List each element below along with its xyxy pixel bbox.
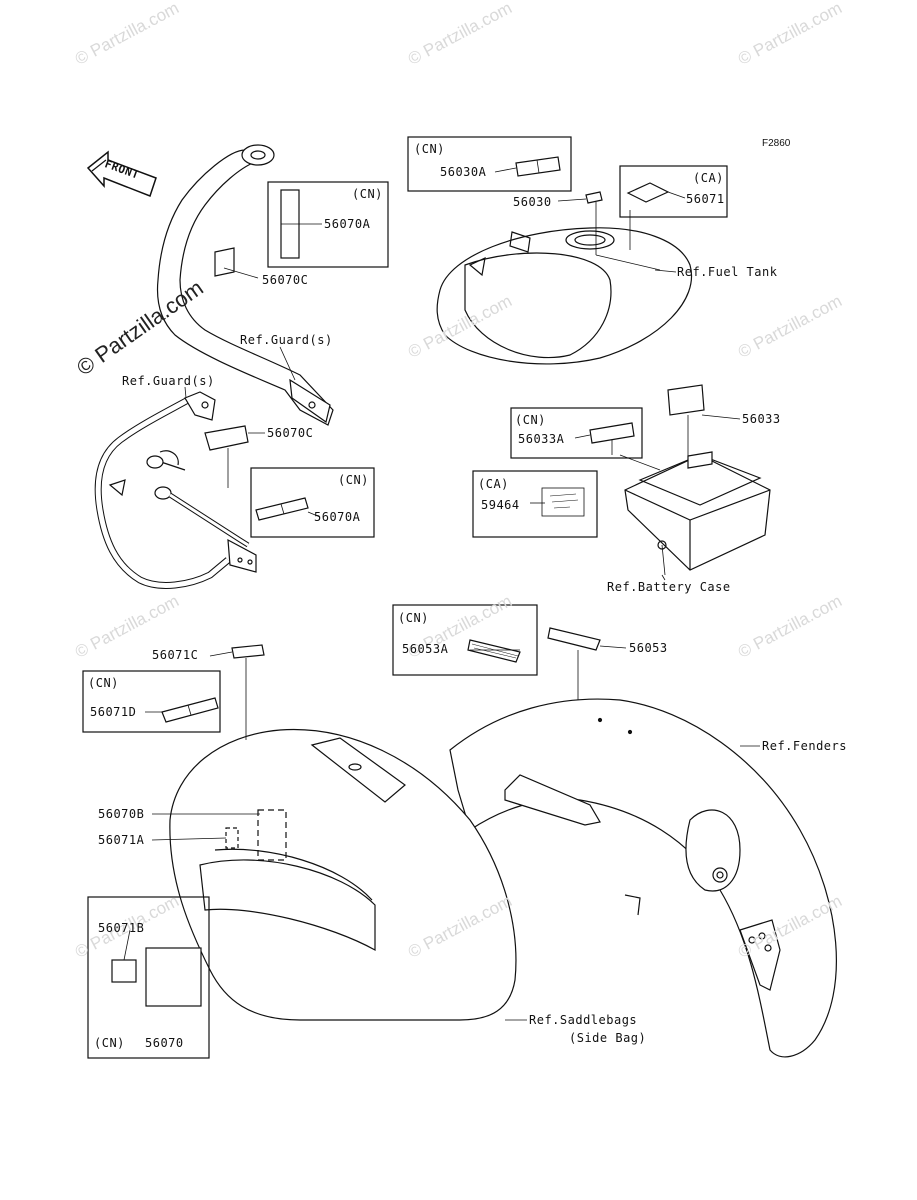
ref-guard-label: Ref.Guard(s) [240,333,333,347]
region-tag-cn: (CN) [88,676,119,690]
part-label-56053a: 56053A [402,642,449,656]
sticker-59464 [541,487,585,517]
part-label-56071: 56071 [686,192,725,206]
part-label-56070c: 56070C [262,273,309,287]
part-label-56071a: 56071A [98,833,145,847]
sticker-56071c [231,644,265,659]
sticker-56070c-mid [204,425,249,451]
part-label-56070: 56070 [145,1036,184,1050]
region-tag-cn: (CN) [414,142,445,156]
ref-saddlebags-label: Ref.Saddlebags [529,1013,638,1027]
side-bag-label: (Side Bag) [569,1031,647,1045]
sticker-56070 [145,947,202,1007]
sticker-56071d [161,697,219,723]
sticker-56071a-outline [225,827,239,849]
region-tag-cn: (CN) [398,611,429,625]
part-label-56070a: 56070A [314,510,361,524]
part-label-56070b: 56070B [98,807,145,821]
box-56033a [510,407,643,459]
part-label-59464: 59464 [481,498,520,512]
part-label-56033a: 56033A [518,432,565,446]
ref-battery-case-label: Ref.Battery Case [607,580,731,594]
box-56070a-top [267,181,389,268]
rear-fender [449,698,837,1058]
sticker-56033 [667,384,705,416]
fuel-tank [436,227,693,365]
sticker-56053 [547,627,601,651]
box-bottom-cn [87,896,210,1059]
region-tag-cn: (CN) [338,473,369,487]
sticker-56070a-mid [255,497,309,521]
box-56071 [619,165,728,218]
lower-guard [94,391,257,589]
box-59464 [472,470,598,538]
region-tag-cn: (CN) [94,1036,125,1050]
front-arrow [86,150,157,197]
region-tag-cn: (CN) [352,187,383,201]
battery-case [624,451,771,571]
part-label-56033: 56033 [742,412,781,426]
ref-fuel-tank-label: Ref.Fuel Tank [677,265,778,279]
region-tag-ca: (CA) [478,477,509,491]
part-label-56071c: 56071C [152,648,199,662]
figure-code: F2860 [762,138,791,149]
box-56053a [392,604,538,676]
part-label-56070c: 56070C [267,426,314,440]
part-label-56070a: 56070A [324,217,371,231]
ref-guard-label: Ref.Guard(s) [122,374,215,388]
region-tag-cn: (CN) [515,413,546,427]
sticker-56030 [585,191,603,204]
sticker-56033a [589,422,635,444]
part-label-56071d: 56071D [90,705,137,719]
box-56071d [82,670,221,733]
sticker-56071b [111,959,137,983]
box-56070a-mid [250,467,375,538]
part-label-56053: 56053 [629,641,668,655]
part-label-56071b: 56071B [98,921,145,935]
sticker-56071 [626,182,670,203]
region-tag-ca: (CA) [693,171,724,185]
leader-lines [123,167,760,1021]
sticker-56070c-top [214,247,235,277]
sticker-56053a [467,639,521,663]
box-56030a [407,136,572,192]
upper-guard [156,144,334,426]
part-label-56030: 56030 [513,195,552,209]
saddlebag [169,728,517,1021]
part-label-56030a: 56030A [440,165,487,179]
sticker-56070b-outline [257,809,287,861]
ref-fenders-label: Ref.Fenders [762,739,847,753]
